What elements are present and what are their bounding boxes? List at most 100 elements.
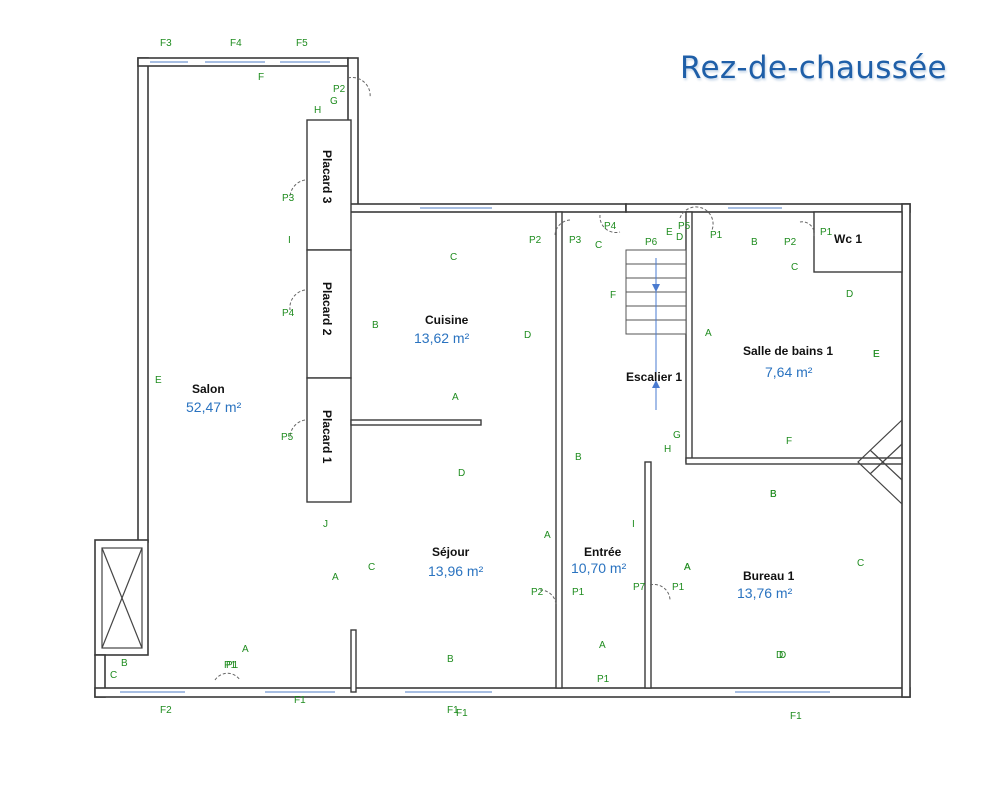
segment-label: P4 [282,308,295,319]
segment-label: P4 [604,221,617,232]
segment-label: P2 [531,587,544,598]
wall-sdb-bureau [685,457,903,465]
segment-label: D [779,650,786,661]
wall-sejour-left-partial [350,629,357,693]
room-name-placard-1: Placard 1 [320,410,334,464]
segment-label: A [705,328,712,339]
room-area-salon: 52,47 m² [186,399,242,415]
segment-label: D [676,232,683,243]
room-name-cuisine: Cuisine [425,313,469,327]
segment-label: A [452,392,459,403]
segment-label: P1 [710,230,723,241]
room-name-sdb: Salle de bains 1 [743,344,833,358]
segment-label: F5 [296,38,308,49]
segment-label: A [332,572,339,583]
segment-label: P1 [224,660,237,671]
segment-label: D [524,330,531,341]
segment-label: E [666,227,673,238]
room-area-bureau: 13,76 m² [737,585,793,601]
segment-label: E [155,375,162,386]
windows [120,61,830,693]
segment-label: E [873,349,880,360]
segment-label: B [575,452,582,463]
segment-label: D [846,289,853,300]
segment-label: B [770,489,777,500]
segment-label: P6 [645,237,658,248]
segment-label: C [368,562,375,573]
segment-label: P2 [529,235,542,246]
segment-label: P5 [678,221,691,232]
segment-label: C [450,252,457,263]
room-area-sejour: 13,96 m² [428,563,484,579]
segment-label: F1 [294,695,306,706]
segment-label: B [447,654,454,665]
page-title: Rez-de-chaussée [680,50,947,86]
segment-label: F2 [160,705,172,716]
segment-label: B [770,489,777,500]
segment-label: C [791,262,798,273]
segment-label: F3 [160,38,172,49]
segment-label: P3 [569,235,582,246]
bathroom-corner-hatch [857,418,903,506]
segment-label: P2 [784,237,797,248]
segment-label: H [664,444,671,455]
segment-label: F [610,290,616,301]
segment-label: I [632,519,635,530]
room-name-sejour: Séjour [432,545,470,559]
segment-label: P7 [633,582,646,593]
wall-right [901,203,911,698]
segment-label: P5 [281,432,294,443]
segment-label: F [258,72,264,83]
room-name-salon: Salon [192,382,225,396]
segment-label: G [673,430,681,441]
segment-label: A [242,644,249,655]
segment-label: G [330,96,338,107]
segment-label: C [857,558,864,569]
room-name-escalier: Escalier 1 [626,370,682,384]
wc-box [813,211,903,273]
segment-label: H [314,105,321,116]
segment-label: C [595,240,602,251]
segment-label: A [684,562,691,573]
segment-label: A [599,640,606,651]
segment-label: P3 [282,193,295,204]
bay-hatch [101,547,143,649]
segment-label: P1 [820,227,833,238]
wall-stair-right [685,211,693,463]
segment-label: D [776,650,783,661]
room-area-entree: 10,70 m² [571,560,627,576]
placard-2-box [306,249,352,379]
placard-3-box [306,119,352,251]
segment-label: J [323,519,328,530]
wall-bureau-left [644,461,652,689]
segment-label: P2 [333,84,346,95]
segment-label: B [751,237,758,248]
wall-entree-left [555,211,563,689]
segment-label: F [786,436,792,447]
doors [214,77,815,681]
room-name-placard-3: Placard 3 [320,150,334,204]
wall-salon-left [137,57,149,543]
segment-label: E [873,349,880,360]
segment-label: A [544,530,551,541]
segment-label: B [121,658,128,669]
segment-label: F1 [447,705,459,716]
staircase [625,249,687,410]
segment-label: P1 [597,674,610,685]
segment-label: P1 [672,582,685,593]
room-name-entree: Entrée [584,545,622,559]
placard-1-box [306,377,352,503]
segment-label: P1 [226,660,239,671]
room-name-bureau: Bureau 1 [743,569,795,583]
segment-label: I [288,235,291,246]
segment-label: D [458,468,465,479]
room-area-sdb: 7,64 m² [765,364,813,380]
segment-label: B [372,320,379,331]
segment-label: P1 [572,587,585,598]
segment-label: F1 [790,711,802,722]
segment-label: F4 [230,38,242,49]
room-name-wc: Wc 1 [834,232,862,246]
segment-label: A [684,562,691,573]
room-name-placard-2: Placard 2 [320,282,334,336]
